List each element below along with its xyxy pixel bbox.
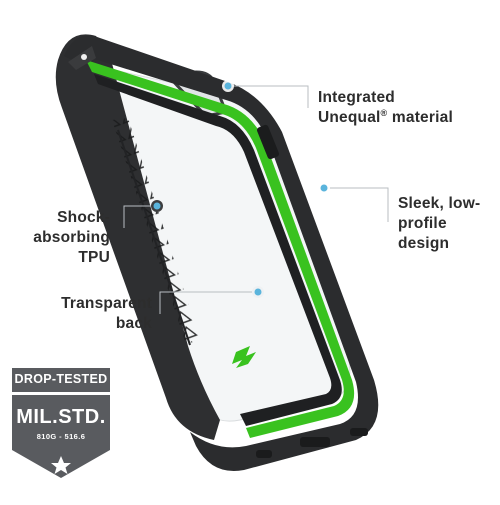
callout-shock-line2: absorbing TPU	[33, 229, 110, 266]
side-rail	[55, 34, 220, 441]
registered-mark: ®	[380, 107, 388, 118]
star-icon	[51, 456, 71, 474]
callout-transparent-line1: Transparent	[61, 295, 152, 312]
green-accent-band	[86, 60, 355, 438]
callout-transparent-line2: back	[115, 315, 152, 332]
callout-sleek: Sleek, low- profile design	[398, 194, 500, 254]
bumper-frame	[64, 35, 379, 472]
brand-logo	[232, 346, 256, 368]
callout-integrated-suffix: material	[387, 109, 453, 126]
callout-dot-transparent	[252, 286, 264, 298]
callout-line-shock	[123, 205, 157, 228]
callout-line-sleek	[324, 187, 389, 222]
callout-dot-sleek	[318, 182, 330, 194]
side-button	[256, 124, 280, 160]
callout-sleek-line1: Sleek, low-	[398, 195, 481, 212]
badge-code: 810G - 516.6	[36, 432, 86, 441]
grip-texture	[112, 118, 200, 344]
callout-shock: Shock- absorbing TPU	[0, 208, 110, 268]
callout-line-transparent	[159, 291, 258, 314]
callout-dot-integrated	[222, 80, 234, 92]
badge-standard: MIL.STD.	[16, 406, 106, 428]
badge-shield-shape	[12, 368, 110, 478]
badge-title: DROP-TESTED	[14, 372, 108, 386]
callout-sleek-line2: profile design	[398, 215, 450, 252]
drop-tested-badge: DROP-TESTED MIL.STD. 810G - 516.6	[10, 366, 112, 482]
callout-transparent: Transparent back	[61, 294, 152, 334]
callout-shock-line1: Shock-	[57, 209, 110, 226]
callout-integrated-line1: Integrated	[318, 89, 395, 106]
callout-integrated: Integrated Unequal® material	[318, 88, 453, 128]
callout-dot-shock	[151, 200, 163, 212]
callout-integrated-brand: Unequal	[318, 109, 381, 126]
